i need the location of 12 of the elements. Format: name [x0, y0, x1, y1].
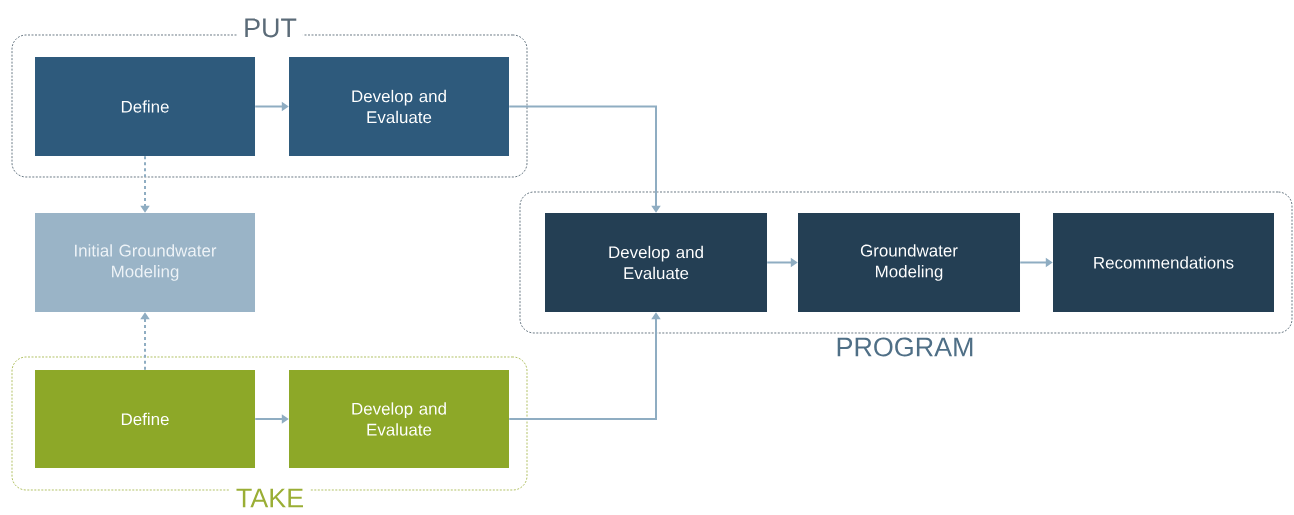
- process-box: Initial Groundwater Modeling: [35, 213, 255, 312]
- group-heading: TAKE: [229, 487, 311, 509]
- process-box: Develop and Evaluate: [545, 213, 767, 312]
- group-heading: PROGRAM: [829, 336, 981, 358]
- process-box: Define: [35, 370, 255, 468]
- process-box: Develop and Evaluate: [289, 57, 509, 156]
- arrow: [508, 105, 661, 213]
- process-box: Define: [35, 57, 255, 156]
- group-heading: PUT: [237, 17, 303, 39]
- process-box: Groundwater Modeling: [798, 213, 1020, 312]
- process-box: Develop and Evaluate: [289, 370, 509, 468]
- process-box: Recommendations: [1053, 213, 1274, 312]
